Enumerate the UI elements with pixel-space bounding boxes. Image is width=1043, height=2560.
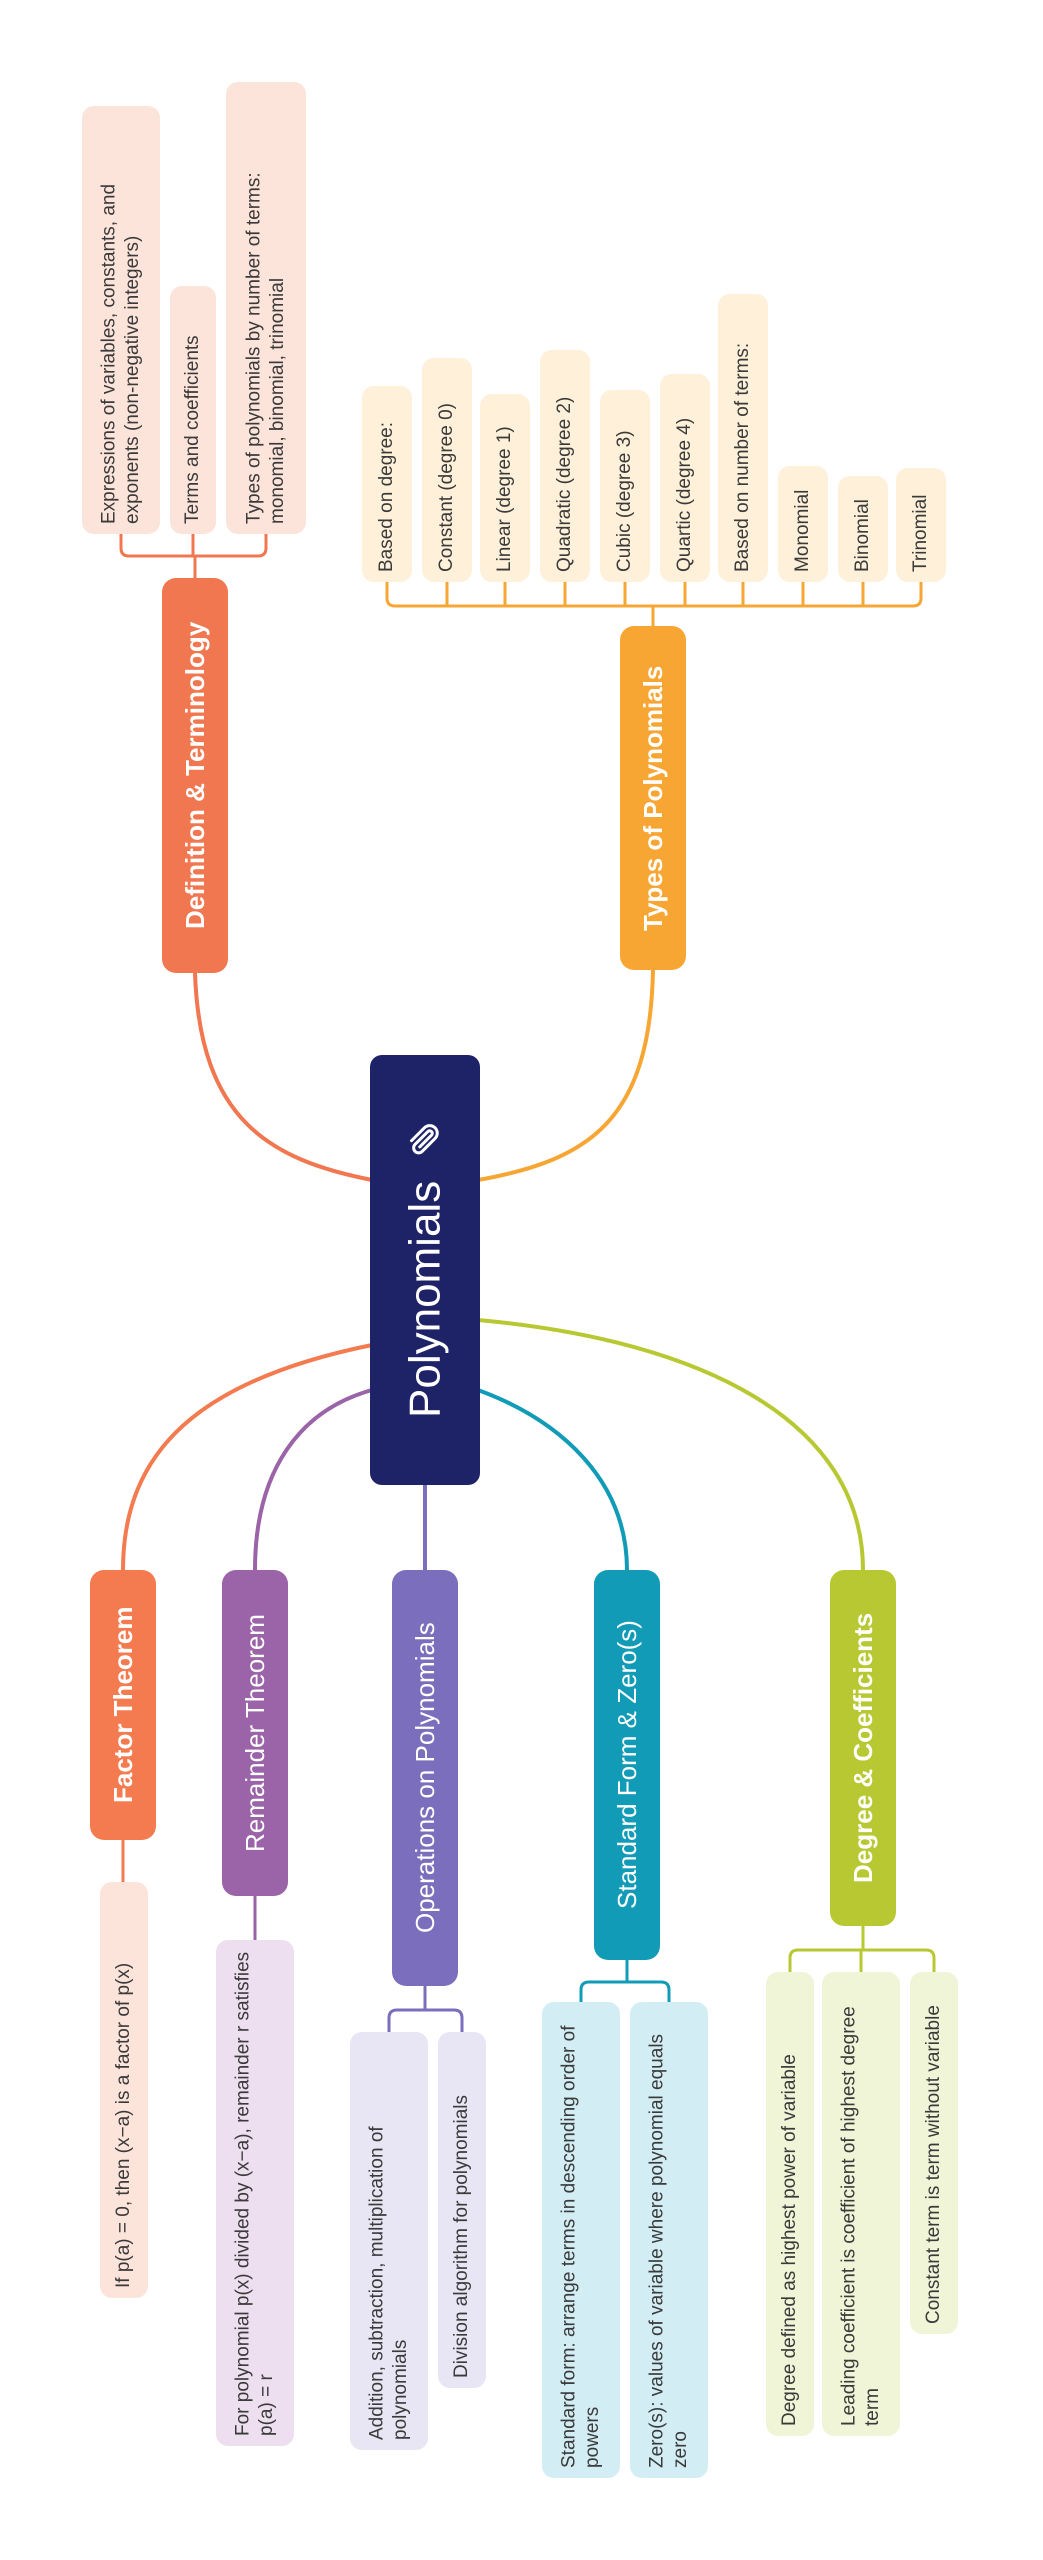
branch-remainder-theorem[interactable]: Remainder Theorem: [222, 1570, 288, 1896]
branch-standard-form-zeros[interactable]: Standard Form & Zero(s): [594, 1570, 660, 1960]
leaf-definition-2: Terms and coefficients: [170, 286, 216, 534]
connector-center-degree: [476, 1318, 865, 1572]
connector-operations-bracket: [387, 2008, 464, 2034]
connector-center-factor: [121, 1343, 374, 1572]
leaf-degree-3: Constant term is term without variable: [910, 1972, 958, 2334]
leaf-definition-3: Types of polynomials by number of terms:…: [226, 82, 306, 534]
leaf-operations-2: Division algorithm for polynomials: [438, 2032, 486, 2388]
branch-degree-coefficients[interactable]: Degree & Coefficients: [830, 1570, 896, 1926]
leaf-remainder-1: For polynomial p(x) divided by (x−a), re…: [216, 1940, 294, 2446]
leaf-types-5: Cubic (degree 3): [600, 390, 650, 582]
leaf-types-9: Binomial: [838, 476, 888, 582]
leaf-types-10: Trinomial: [896, 468, 946, 582]
leaf-types-8: Monomial: [778, 466, 828, 582]
central-topic-title: Polynomials: [400, 1180, 450, 1418]
central-topic[interactable]: Polynomials: [370, 1055, 480, 1485]
leaf-standard-2: Zero(s): values of variable where polyno…: [630, 2002, 708, 2478]
connector-standard-bracket: [579, 1980, 671, 2004]
paperclip-icon: [400, 1122, 450, 1158]
branch-types-of-polynomials[interactable]: Types of Polynomials: [620, 626, 686, 970]
leaf-types-7: Based on number of terms:: [718, 294, 768, 582]
leaf-types-6: Quartic (degree 4): [660, 374, 710, 582]
connector-center-types: [476, 968, 655, 1182]
leaf-definition-1: Expressions of variables, constants, and…: [82, 106, 160, 534]
connector-center-remainder: [253, 1388, 374, 1572]
leaf-types-2: Constant (degree 0): [422, 358, 472, 582]
leaf-standard-1: Standard form: arrange terms in descendi…: [542, 2002, 620, 2478]
leaf-factor-1: If p(a) = 0, then (x−a) is a factor of p…: [100, 1882, 148, 2298]
leaf-types-1: Based on degree:: [362, 386, 412, 582]
leaf-degree-1: Degree defined as highest power of varia…: [766, 1972, 814, 2436]
leaf-degree-2: Leading coefficient is coefficient of hi…: [822, 1972, 900, 2436]
branch-factor-theorem[interactable]: Factor Theorem: [90, 1570, 156, 1840]
branch-definition-terminology[interactable]: Definition & Terminology: [162, 578, 228, 973]
connector-center-definition: [193, 971, 374, 1182]
connector-types-bracket: [385, 580, 923, 608]
leaf-types-3: Linear (degree 1): [480, 394, 530, 582]
branch-operations-on-polynomials[interactable]: Operations on Polynomials: [392, 1570, 458, 1986]
connector-center-standard: [476, 1388, 629, 1572]
leaf-operations-1: Addition, subtraction, multiplication of…: [350, 2032, 428, 2450]
leaf-types-4: Quadratic (degree 2): [540, 350, 590, 582]
